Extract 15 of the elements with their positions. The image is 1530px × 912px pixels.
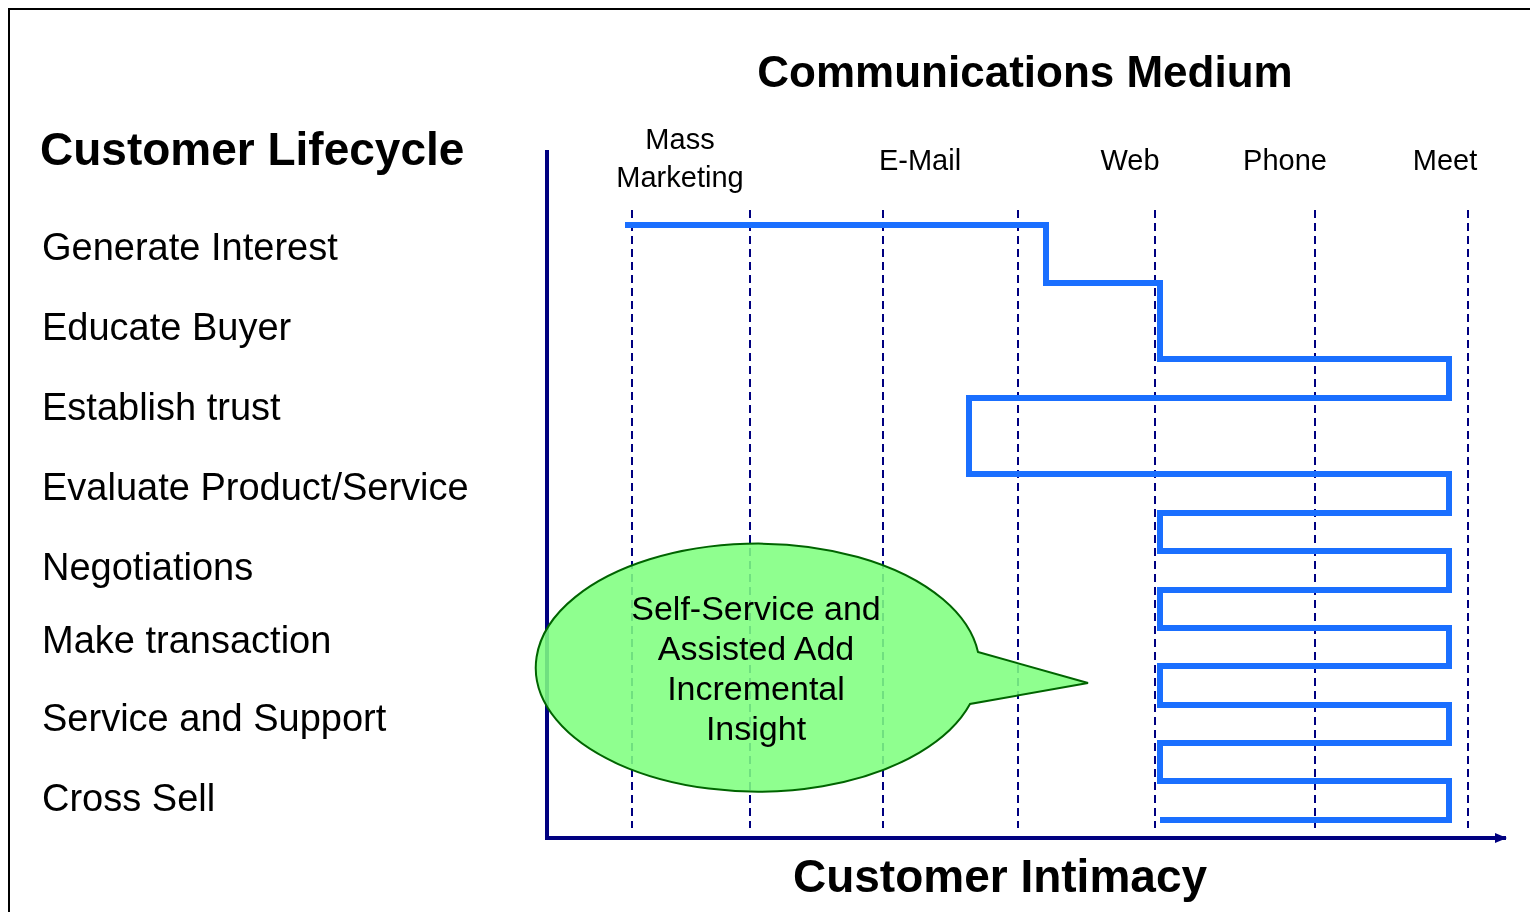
row-label: Establish trust xyxy=(42,388,282,426)
row-label: Negotiations xyxy=(42,548,255,586)
axis-title: Communications Medium xyxy=(756,50,1294,94)
row-label: Generate Interest xyxy=(42,228,339,266)
row-label: Cross Sell xyxy=(42,779,217,817)
bubble-text: Self-Service and Assisted Add Incremental Insight xyxy=(630,588,882,748)
column-label: Phone xyxy=(1242,143,1328,178)
row-label: Evaluate Product/Service xyxy=(42,468,470,506)
row-label: Service and Support xyxy=(42,699,388,737)
column-label: Meet xyxy=(1411,143,1479,178)
column-label: E-Mail xyxy=(877,143,963,178)
column-label: Mass Marketing xyxy=(615,122,745,195)
row-label: Make transaction xyxy=(42,621,333,659)
row-label: Educate Buyer xyxy=(42,308,293,346)
column-label: Web xyxy=(1099,143,1161,178)
